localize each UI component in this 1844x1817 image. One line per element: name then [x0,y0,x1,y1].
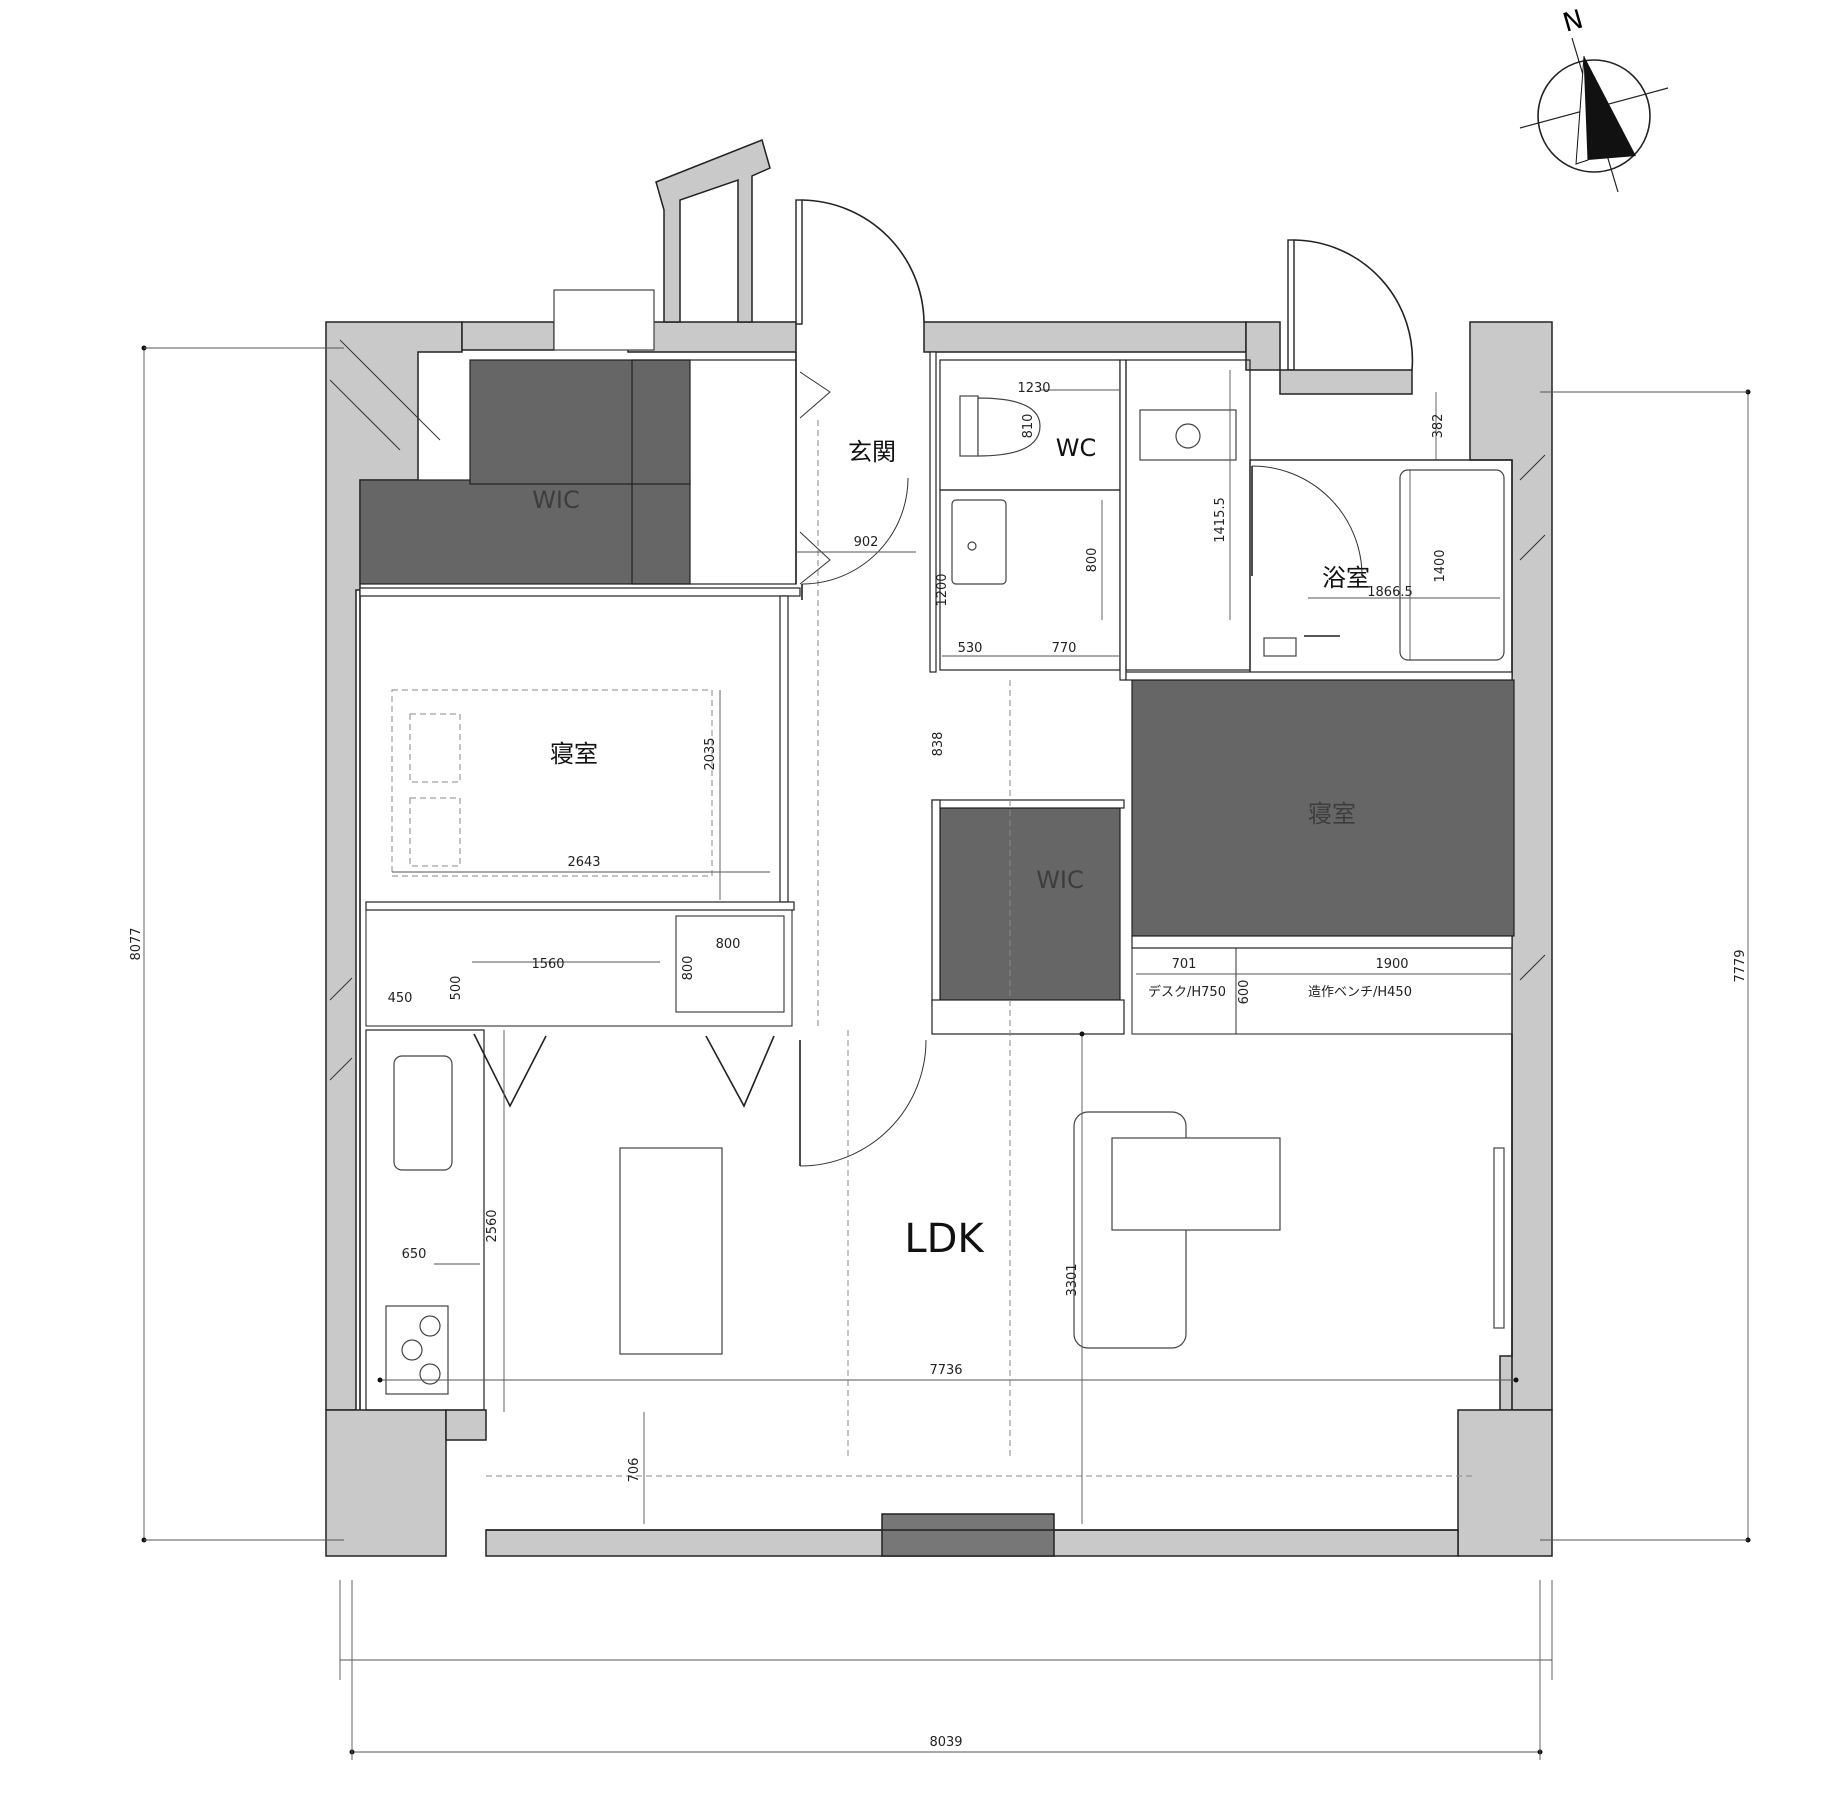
bedroom-east-fill [1131,679,1515,937]
entrance-door[interactable] [795,199,925,325]
dim-1415-5: 1415.5 [1213,497,1228,543]
dim-1866-5: 1866.5 [1367,585,1413,600]
compass: N [1519,5,1669,193]
porch-structure [553,138,771,351]
dining-table-icon [619,1147,723,1355]
dim-530: 530 [958,641,983,656]
dim-650: 650 [402,1247,427,1262]
room-label-entrance: 玄関 [848,438,896,466]
outer-walls [325,321,1553,1557]
dim-1900: 1900 [1375,957,1408,972]
dim-810: 810 [1021,414,1036,439]
bench-label: 造作ベンチ/H450 [1308,985,1412,1000]
compass-north-label: N [1560,5,1587,39]
dim-2035: 2035 [703,737,718,770]
dim-450: 450 [388,991,413,1006]
dim-800-closet: 800 [716,937,741,952]
dim-7736: 7736 [929,1363,962,1378]
dim-770: 770 [1052,641,1077,656]
dim-1400: 1400 [1433,549,1448,582]
room-label-wic-nw: WIC [532,486,580,514]
dim-7779: 7779 [1733,949,1748,982]
dim-2560: 2560 [485,1209,500,1242]
dim-1200: 1200 [935,573,950,606]
balcony-door[interactable] [1279,239,1414,395]
bath-door[interactable] [1251,465,1363,577]
dim-8039: 8039 [929,1735,962,1750]
room-label-wc: WC [1056,434,1097,462]
wic-center-fill [939,807,1121,1001]
bathtub-icon [1399,469,1505,661]
bed-west-icon [391,689,713,877]
room-label-ldk: LDK [904,1216,985,1262]
kitchen-sink-icon [393,1055,453,1171]
room-label-bedroom-west: 寝室 [550,740,598,768]
toilet-icon [977,397,1041,457]
desk-label: デスク/H750 [1148,984,1226,1000]
wic-nw-fill [359,479,691,585]
dim-600: 600 [1237,980,1252,1005]
room-label-bathroom: 浴室 [1322,564,1370,592]
doors[interactable] [473,371,1363,1167]
wash-basin-icon [951,499,1007,585]
dimension-lines [141,345,1751,1760]
dim-800-wc: 800 [1085,548,1100,573]
compass-circle [1537,59,1651,173]
dim-838: 838 [931,732,946,757]
dim-500: 500 [449,976,464,1001]
dim-902: 902 [854,535,879,550]
fixtures [385,395,1505,1395]
room-label-wic-center: WIC [1036,866,1084,894]
dim-382: 382 [1431,414,1446,439]
dim-1230: 1230 [1017,381,1050,396]
ldk-door[interactable] [799,1039,927,1167]
compass-needle-icon [1584,56,1636,160]
closet-folding-door-left[interactable] [473,1033,547,1108]
dim-8077: 8077 [129,927,144,960]
room-label-bedroom-east: 寝室 [1308,800,1356,828]
closet-folding-door-right[interactable] [705,1035,775,1108]
entrance-inner-door[interactable] [801,477,909,585]
dim-701: 701 [1172,957,1197,972]
dim-2643: 2643 [567,855,600,870]
dim-1560: 1560 [531,957,564,972]
dim-800-closet-v: 800 [681,956,696,981]
dim-3301: 3301 [1065,1263,1080,1296]
dim-706: 706 [627,1458,642,1483]
interior-walls [359,351,1513,1531]
